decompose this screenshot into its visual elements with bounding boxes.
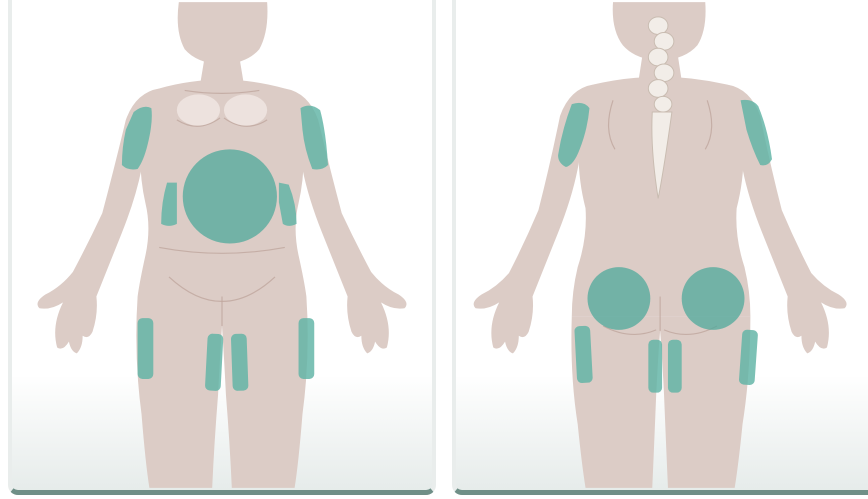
back-upper-arm-left-zone[interactable] (558, 103, 589, 167)
back-buttock-right-zone[interactable] (682, 267, 745, 330)
back-upper-arm-right-zone[interactable] (741, 100, 772, 166)
front-abdomen-zone[interactable] (183, 149, 277, 243)
front-flank-right-zone[interactable] (279, 183, 297, 226)
front-zone-overlay (12, 0, 432, 490)
back-buttock-left-zone[interactable] (587, 267, 650, 330)
front-outer-thigh-right-zone[interactable] (299, 318, 315, 379)
front-upper-arm-left-zone[interactable] (122, 107, 152, 170)
front-inner-thigh-right-zone[interactable] (231, 334, 249, 391)
back-view-panel (452, 0, 868, 495)
back-zone-overlay (456, 0, 868, 490)
front-outer-thigh-left-zone[interactable] (138, 318, 154, 379)
back-inner-thigh-left-zone[interactable] (648, 340, 662, 393)
front-view-panel (8, 0, 436, 495)
front-inner-thigh-left-zone[interactable] (205, 333, 224, 391)
front-flank-left-zone[interactable] (161, 183, 177, 226)
back-inner-thigh-right-zone[interactable] (668, 340, 682, 393)
front-upper-arm-right-zone[interactable] (301, 106, 328, 170)
back-outer-thigh-left-zone[interactable] (574, 326, 593, 384)
back-outer-thigh-right-zone[interactable] (739, 329, 758, 385)
